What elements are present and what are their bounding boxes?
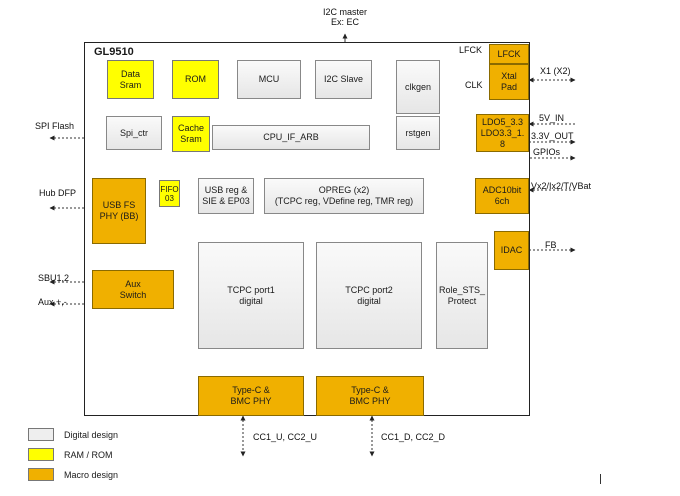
- cc-u-signal-label: CC1_U, CC2_U: [253, 432, 318, 442]
- cpu-if-arb-block: CPU_IF_ARB: [212, 125, 370, 150]
- chip-name: GL9510: [94, 46, 134, 58]
- spi-ctr-block: Spi_ctr: [106, 116, 162, 150]
- usb-reg-block: USB reg &SIE & EP03: [198, 178, 254, 214]
- rom-block: ROM: [172, 60, 219, 99]
- hub-dfp-signal-label: Hub DFP: [39, 188, 77, 198]
- legend-swatch-ram-rom: [28, 448, 54, 461]
- opreg-block: OPREG (x2)(TCPC reg, VDefine reg, TMR re…: [264, 178, 424, 214]
- legend-swatch-digital: [28, 428, 54, 441]
- aux-signal-label: Aux +,-: [38, 297, 67, 307]
- x1x2-signal-label: X1 (X2): [540, 66, 571, 76]
- sbu-signal-label: SBU1,2: [38, 273, 70, 283]
- idac-block: IDAC: [494, 231, 529, 270]
- lfck-signal-label: LFCK: [459, 45, 483, 55]
- adc-input-signal-label: Vx2/Ix2/T/VBat: [531, 181, 592, 191]
- mcu-block: MCU: [237, 60, 301, 99]
- typec-bmc-phy-1-block: Type-C &BMC PHY: [198, 376, 304, 416]
- rstgen-block: rstgen: [396, 116, 440, 150]
- spi-flash-signal-label: SPI Flash: [35, 121, 75, 131]
- typec-bmc-phy-2-block: Type-C &BMC PHY: [316, 376, 424, 416]
- legend-label-digital: Digital design: [64, 430, 119, 440]
- clkgen-block: clkgen: [396, 60, 440, 114]
- gpios-signal-label: GPIOs: [533, 147, 561, 157]
- i2c-master-label: I2C master Ex: EC: [322, 7, 367, 27]
- clk-signal-label: CLK: [465, 80, 483, 90]
- v5-in-signal-label: 5V_IN: [539, 113, 565, 123]
- cc-d-signal-label: CC1_D, CC2_D: [381, 432, 446, 442]
- chip-boundary: [84, 42, 530, 416]
- legend-swatch-macro: [28, 468, 54, 481]
- role-sts-protect-block: Role_STS_Protect: [436, 242, 488, 349]
- legend-label-ram-rom: RAM / ROM: [64, 450, 113, 460]
- v33-out-signal-label: 3.3V_OUT: [531, 131, 574, 141]
- text-cursor-mark: [600, 474, 601, 484]
- i2c-slave-block: I2C Slave: [315, 60, 372, 99]
- legend-label-macro: Macro design: [64, 470, 119, 480]
- fb-signal-label: FB: [545, 240, 557, 250]
- lfck-block: LFCK: [489, 44, 529, 64]
